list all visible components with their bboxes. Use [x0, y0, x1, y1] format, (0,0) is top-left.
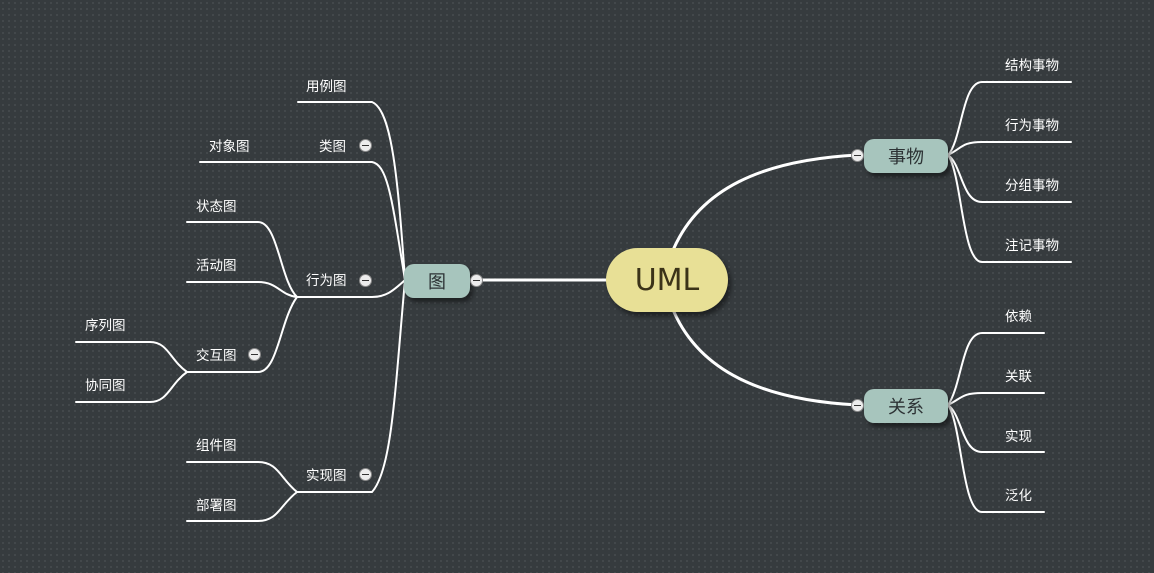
link-grouping-thing	[947, 154, 1072, 203]
topic-deployment-diagram[interactable]: 部署图	[196, 498, 237, 514]
link-state	[186, 221, 298, 298]
link-realization	[947, 404, 1045, 453]
main-topic-things-label: 事物	[888, 147, 924, 168]
link-implementation	[296, 279, 406, 493]
topic-association[interactable]: 关联	[1005, 369, 1032, 385]
main-topic-relations[interactable]: 关系	[864, 389, 948, 423]
collapse-relations-toggle-icon[interactable]	[851, 399, 864, 412]
topic-state-diagram[interactable]: 状态图	[196, 199, 237, 215]
link-class	[357, 161, 406, 281]
main-topic-diagram[interactable]: 图	[404, 264, 470, 298]
topic-collaboration-diagram[interactable]: 协同图	[85, 378, 126, 394]
topic-component-diagram[interactable]: 组件图	[196, 438, 237, 454]
central-topic-uml[interactable]: UML	[606, 248, 728, 312]
topic-dependency[interactable]: 依赖	[1005, 309, 1032, 325]
link-component	[186, 461, 298, 493]
collapse-implementation-toggle-icon[interactable]	[359, 468, 372, 481]
link-generalization	[947, 404, 1045, 513]
topic-object-diagram[interactable]: 对象图	[209, 139, 250, 155]
link-dependency	[947, 332, 1045, 406]
topic-generalization[interactable]: 泛化	[1005, 488, 1032, 504]
topic-grouping-thing[interactable]: 分组事物	[1005, 178, 1059, 194]
topic-realization[interactable]: 实现	[1005, 429, 1032, 445]
topic-structural-thing[interactable]: 结构事物	[1005, 58, 1059, 74]
link-use-case	[297, 101, 406, 281]
link-root-relations	[672, 310, 860, 407]
topic-interaction-diagram[interactable]: 交互图	[196, 348, 237, 364]
topic-annotation-thing[interactable]: 注记事物	[1005, 238, 1059, 254]
topic-implementation-diagram[interactable]: 实现图	[306, 468, 347, 484]
link-activity	[186, 281, 298, 298]
link-interaction	[186, 296, 298, 373]
collapse-behavior-toggle-icon[interactable]	[359, 274, 372, 287]
collapse-class-toggle-icon[interactable]	[359, 139, 372, 152]
main-topic-things[interactable]: 事物	[864, 139, 948, 173]
topic-use-case-diagram[interactable]: 用例图	[306, 79, 347, 95]
link-behavior	[296, 279, 406, 298]
link-sequence	[75, 341, 188, 373]
topic-behavioral-thing[interactable]: 行为事物	[1005, 118, 1059, 134]
topic-behavior-diagram[interactable]: 行为图	[306, 273, 347, 289]
topic-activity-diagram[interactable]: 活动图	[196, 258, 237, 274]
link-association	[947, 392, 1045, 406]
link-annotation-thing	[947, 154, 1072, 263]
link-collaboration	[75, 371, 188, 403]
collapse-diagram-toggle-icon[interactable]	[470, 274, 483, 287]
link-behavioral-thing	[947, 141, 1072, 156]
link-structural-thing	[947, 81, 1072, 156]
main-topic-diagram-label: 图	[428, 272, 446, 293]
main-topic-relations-label: 关系	[888, 397, 924, 418]
collapse-interaction-toggle-icon[interactable]	[248, 348, 261, 361]
link-deployment	[186, 491, 298, 522]
topic-class-diagram[interactable]: 类图	[319, 139, 346, 155]
central-topic-label: UML	[634, 262, 700, 298]
topic-sequence-diagram[interactable]: 序列图	[85, 318, 126, 334]
link-root-things	[672, 153, 860, 250]
collapse-things-toggle-icon[interactable]	[851, 149, 864, 162]
